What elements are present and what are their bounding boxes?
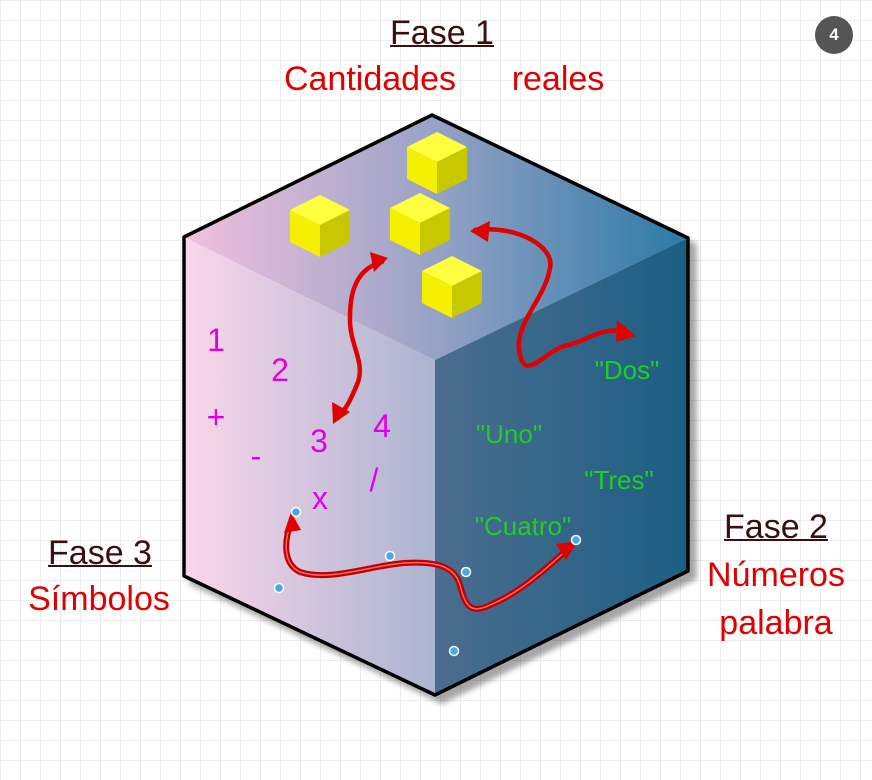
phase1-subtitle-a: Cantidades [283, 60, 456, 98]
phase1-subtitle-b: reales [511, 60, 605, 98]
number-words: "Dos" "Uno" "Tres" "Cuatro" [475, 355, 660, 541]
arrow-cubes-symbols [335, 259, 385, 421]
symbol-4: 4 [373, 408, 391, 444]
phase2-title: Fase 2 [724, 508, 828, 546]
symbol-divide: / [370, 462, 379, 498]
word-dos: "Dos" [595, 355, 660, 385]
slide-number-badge: 4 [815, 16, 853, 54]
phase3-title: Fase 3 [48, 534, 152, 572]
cube-left-face [184, 237, 435, 695]
arrow-symbols-words [283, 512, 578, 612]
phase2-subtitle-line1: Números [707, 556, 845, 594]
word-uno: "Uno" [476, 419, 542, 449]
arrowheads [332, 221, 636, 424]
word-tres: "Tres" [584, 465, 654, 495]
phase3-subtitle: Símbolos [28, 580, 170, 618]
cube-right-face [435, 238, 688, 695]
symbol-set: 1 2 + - 3 4 x / [207, 322, 391, 516]
symbol-1: 1 [207, 322, 225, 358]
symbol-minus: - [251, 438, 262, 474]
phase2-subtitle-line2: palabra [719, 604, 833, 642]
edit-handles [273, 506, 582, 657]
word-cuatro: "Cuatro" [475, 511, 572, 541]
arrow-cubes-words [472, 227, 631, 368]
symbol-2: 2 [271, 352, 289, 388]
symbol-times: x [312, 480, 328, 516]
symbol-3: 3 [310, 423, 328, 459]
phase1-title: Fase 1 [390, 14, 494, 52]
cube-body [182, 113, 690, 697]
symbol-plus: + [207, 399, 226, 435]
